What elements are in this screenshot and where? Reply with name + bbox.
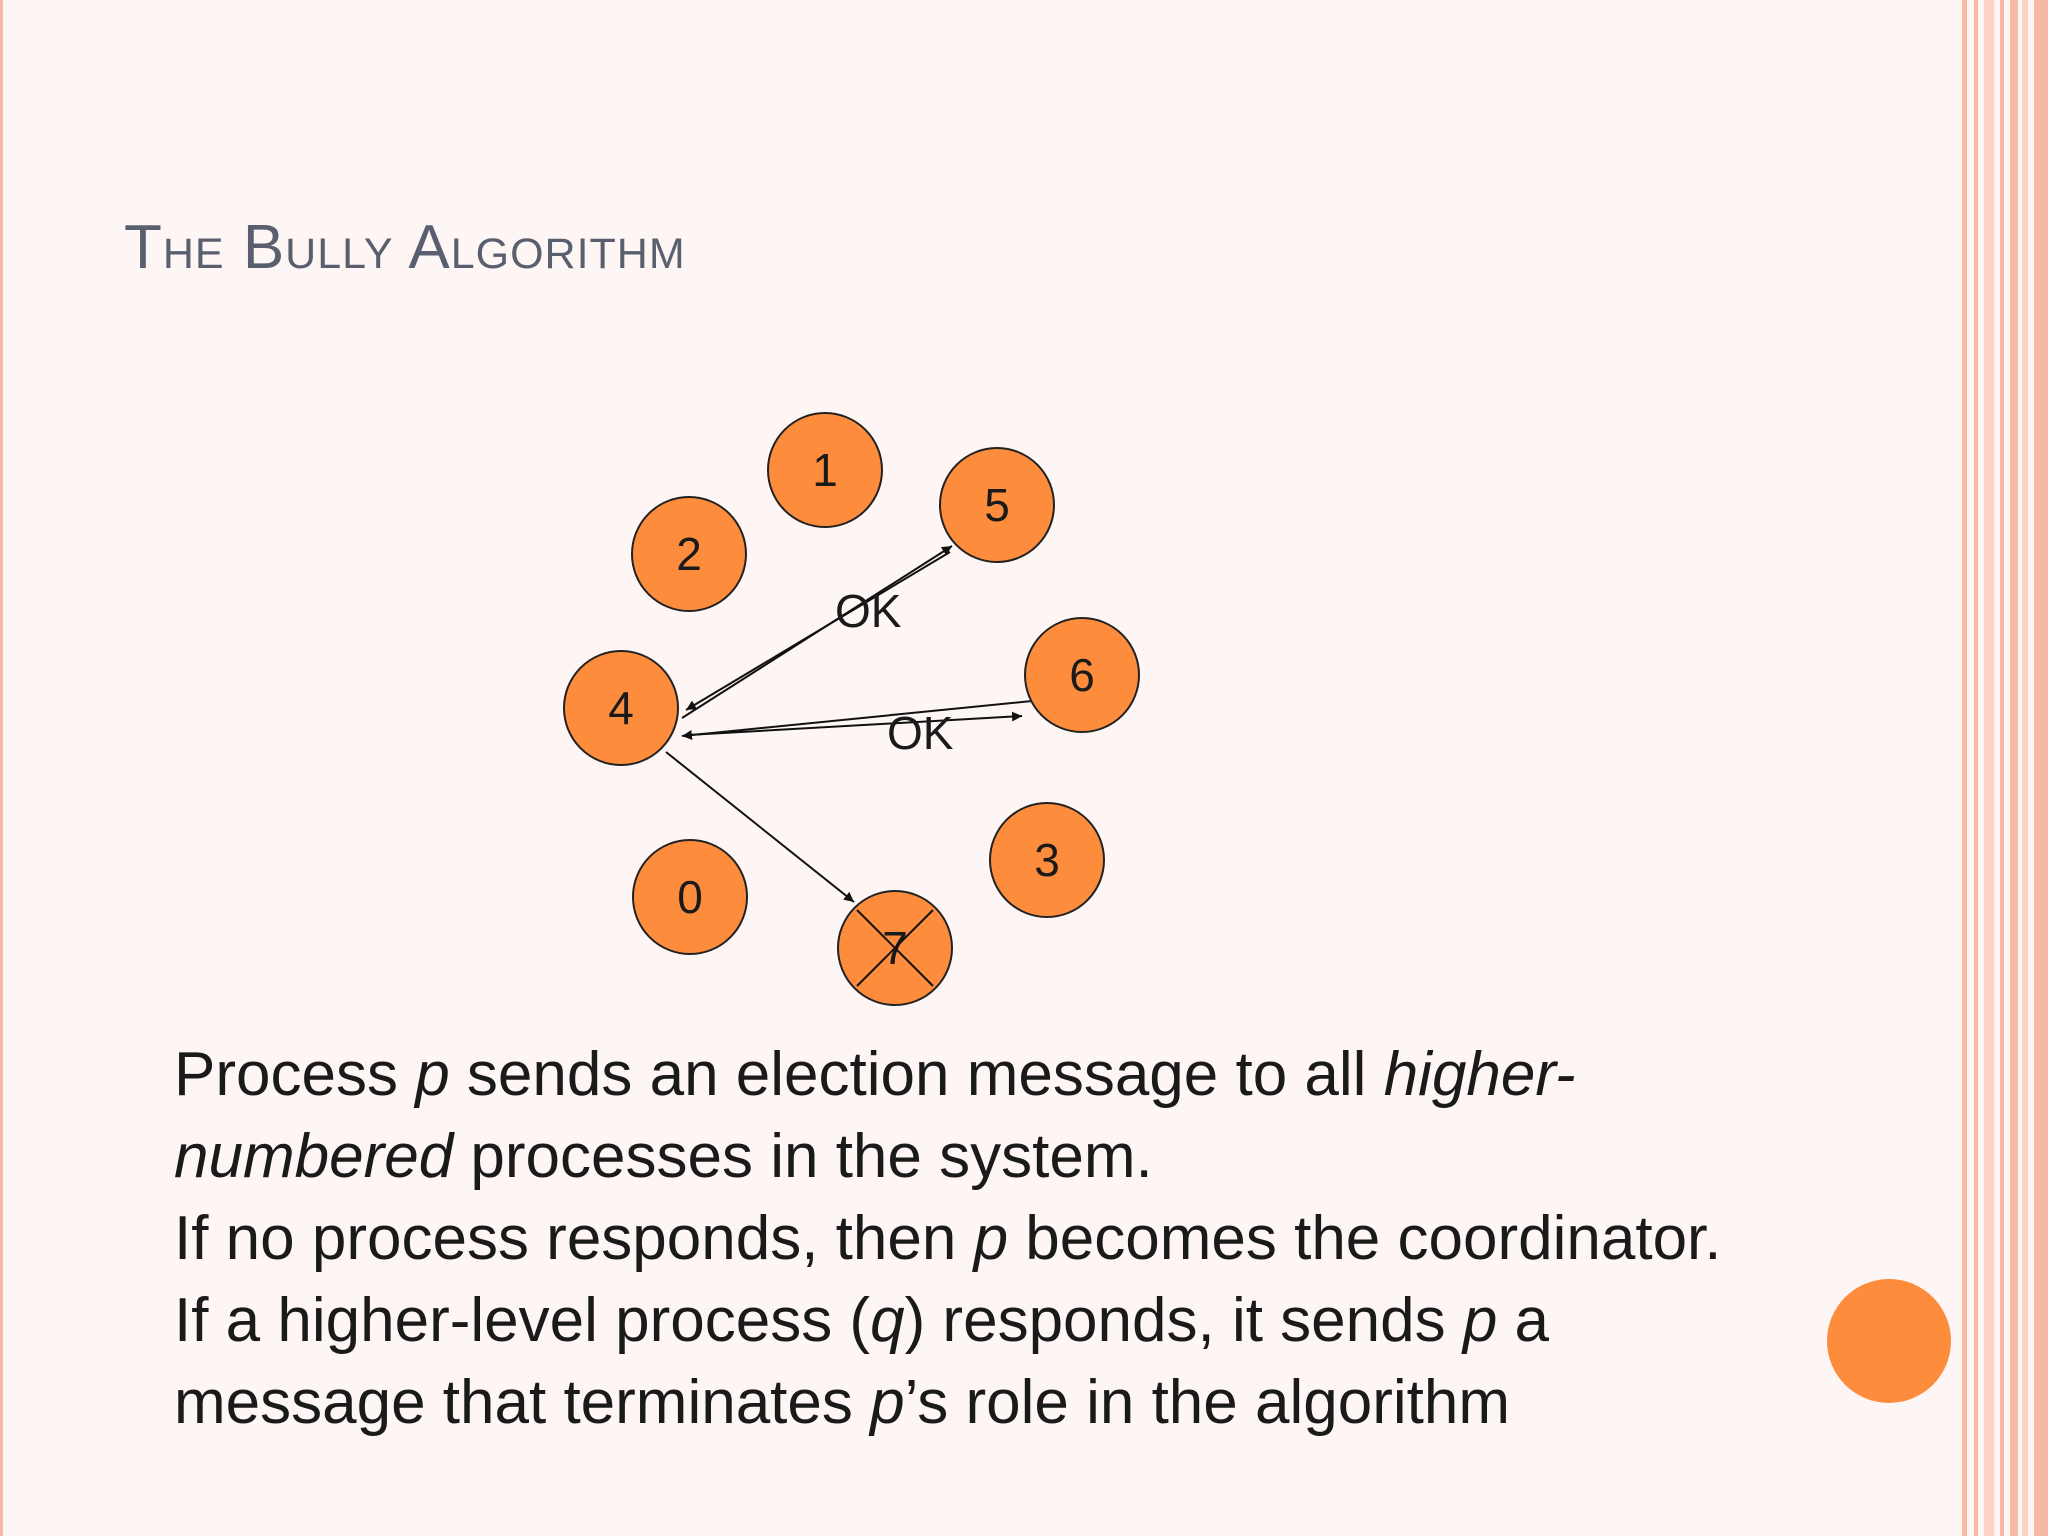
slide-body: Process p sends an election message to a… <box>174 1034 1914 1444</box>
ok-label-from-5: OK <box>835 585 902 637</box>
message-arrows <box>665 545 1043 903</box>
process-node-0: 0 <box>632 839 748 955</box>
body-line-2: numbered processes in the system. <box>174 1116 1914 1198</box>
text-run: becomes the coordinator. <box>1008 1204 1722 1273</box>
process-node-2: 2 <box>631 496 747 612</box>
ok-label-from-6: OK <box>887 707 954 759</box>
text-run: a <box>1497 1286 1550 1355</box>
body-line-4: If a higher-level process (q) responds, … <box>174 1280 1914 1362</box>
text-run: processes in the system. <box>453 1122 1153 1191</box>
border-stripe <box>1974 0 1978 1536</box>
text-run: If no process responds, then <box>174 1204 974 1273</box>
border-stripe <box>2034 0 2048 1536</box>
border-stripe <box>1984 0 1994 1536</box>
text-run-italic: q <box>870 1286 905 1355</box>
border-stripe <box>2022 0 2028 1536</box>
text-run: sends an election message to all <box>449 1040 1384 1109</box>
election-arrow-4-to-6 <box>687 711 1023 736</box>
ok-arrow-6-to-4 <box>681 699 1043 740</box>
border-stripe <box>2010 0 2018 1536</box>
text-run: ’s role in the algorithm <box>904 1368 1510 1437</box>
process-node-1: 1 <box>767 412 883 528</box>
body-line-3: If no process responds, then p becomes t… <box>174 1198 1914 1280</box>
text-run-italic: higher- <box>1383 1040 1576 1109</box>
text-run: message that terminates <box>174 1368 871 1437</box>
slide-title: The Bully Algorithm <box>124 213 686 282</box>
body-line-5: message that terminates p’s role in the … <box>174 1362 1914 1444</box>
text-run-italic: p <box>1462 1286 1498 1355</box>
border-stripe <box>2000 0 2004 1536</box>
decorative-orange-dot <box>1827 1279 1951 1403</box>
border-stripe <box>1962 0 1967 1536</box>
text-run-italic: numbered <box>174 1122 454 1191</box>
body-line-1: Process p sends an election message to a… <box>174 1034 1914 1116</box>
process-node-6: 6 <box>1024 617 1140 733</box>
right-border-stripes <box>1960 0 2048 1536</box>
bully-election-diagram: 1 5 2 6 4 3 0 7 OK OK <box>540 390 1160 1030</box>
text-run-italic: p <box>870 1368 905 1437</box>
left-border-rule <box>0 0 3 1536</box>
crashed-cross-icon <box>856 909 934 987</box>
ok-arrow-5-to-4 <box>685 551 951 711</box>
text-run: If a higher-level process ( <box>174 1286 871 1355</box>
process-node-4: 4 <box>563 650 679 766</box>
text-run-italic: p <box>415 1040 450 1109</box>
process-node-5: 5 <box>939 447 1055 563</box>
process-node-7-crashed: 7 <box>837 890 953 1006</box>
text-run: Process <box>174 1040 416 1109</box>
process-node-3: 3 <box>989 802 1105 918</box>
text-run-italic: p <box>973 1204 1009 1273</box>
election-arrow-4-to-7 <box>665 751 855 903</box>
text-run: ) responds, it sends <box>904 1286 1463 1355</box>
